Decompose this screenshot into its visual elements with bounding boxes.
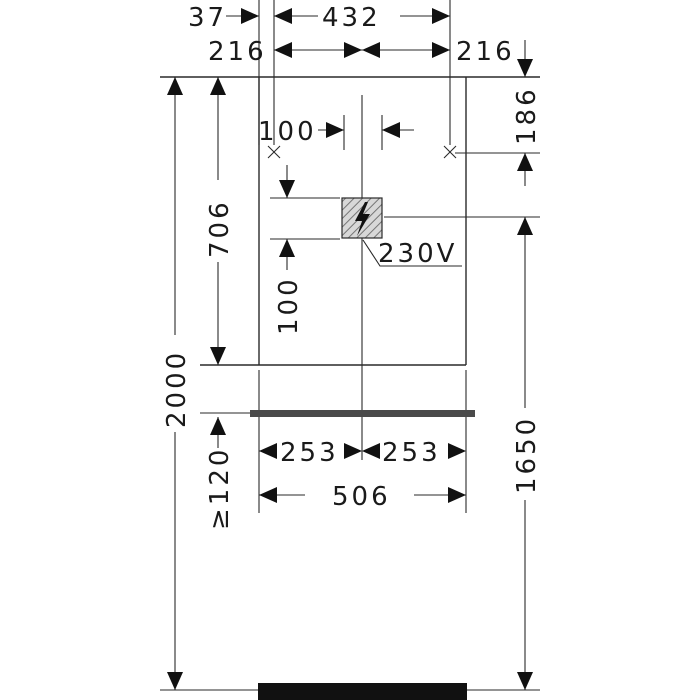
dimension-216-left: 216 (208, 37, 362, 67)
cross-marker-icon (267, 145, 281, 159)
shelf (250, 410, 475, 417)
svg-text:1650: 1650 (512, 416, 542, 494)
dimension-100-vertical: 100 (274, 165, 304, 335)
svg-text:≥120: ≥120 (205, 447, 235, 530)
svg-text:2000: 2000 (162, 350, 192, 428)
dimension-706: 706 (205, 77, 235, 365)
svg-text:432: 432 (322, 3, 381, 33)
extension-lines (160, 0, 540, 691)
svg-text:216: 216 (456, 37, 515, 67)
svg-text:506: 506 (332, 482, 391, 512)
cross-marker-icon (443, 145, 457, 159)
svg-text:253: 253 (382, 438, 441, 468)
svg-text:37: 37 (188, 3, 227, 33)
dimension-2000: 2000 (162, 77, 192, 690)
svg-text:100: 100 (258, 117, 317, 147)
lightning-bolt-icon (355, 202, 370, 236)
svg-text:216: 216 (208, 37, 267, 67)
voltage-leader (362, 239, 462, 267)
dimension-min-120: ≥120 (205, 417, 235, 530)
svg-text:253: 253 (280, 438, 339, 468)
electrical-box (341, 197, 383, 239)
svg-text:186: 186 (512, 86, 542, 145)
floor-unit (258, 683, 467, 700)
voltage-label: 230V (378, 239, 457, 269)
dimension-186: 186 (512, 40, 542, 186)
dimension-216-right: 216 (362, 37, 515, 67)
dimension-37: 37 (188, 3, 259, 33)
dimension-432: 432 (274, 3, 450, 33)
dimension-253-left: 253 (259, 438, 362, 468)
dimension-253-right: 253 (362, 438, 466, 468)
dimension-506: 506 (259, 482, 466, 512)
svg-text:100: 100 (274, 276, 304, 335)
svg-text:706: 706 (205, 199, 235, 258)
dimension-100-horizontal: 100 (258, 117, 414, 147)
dimension-1650: 1650 (512, 217, 542, 690)
